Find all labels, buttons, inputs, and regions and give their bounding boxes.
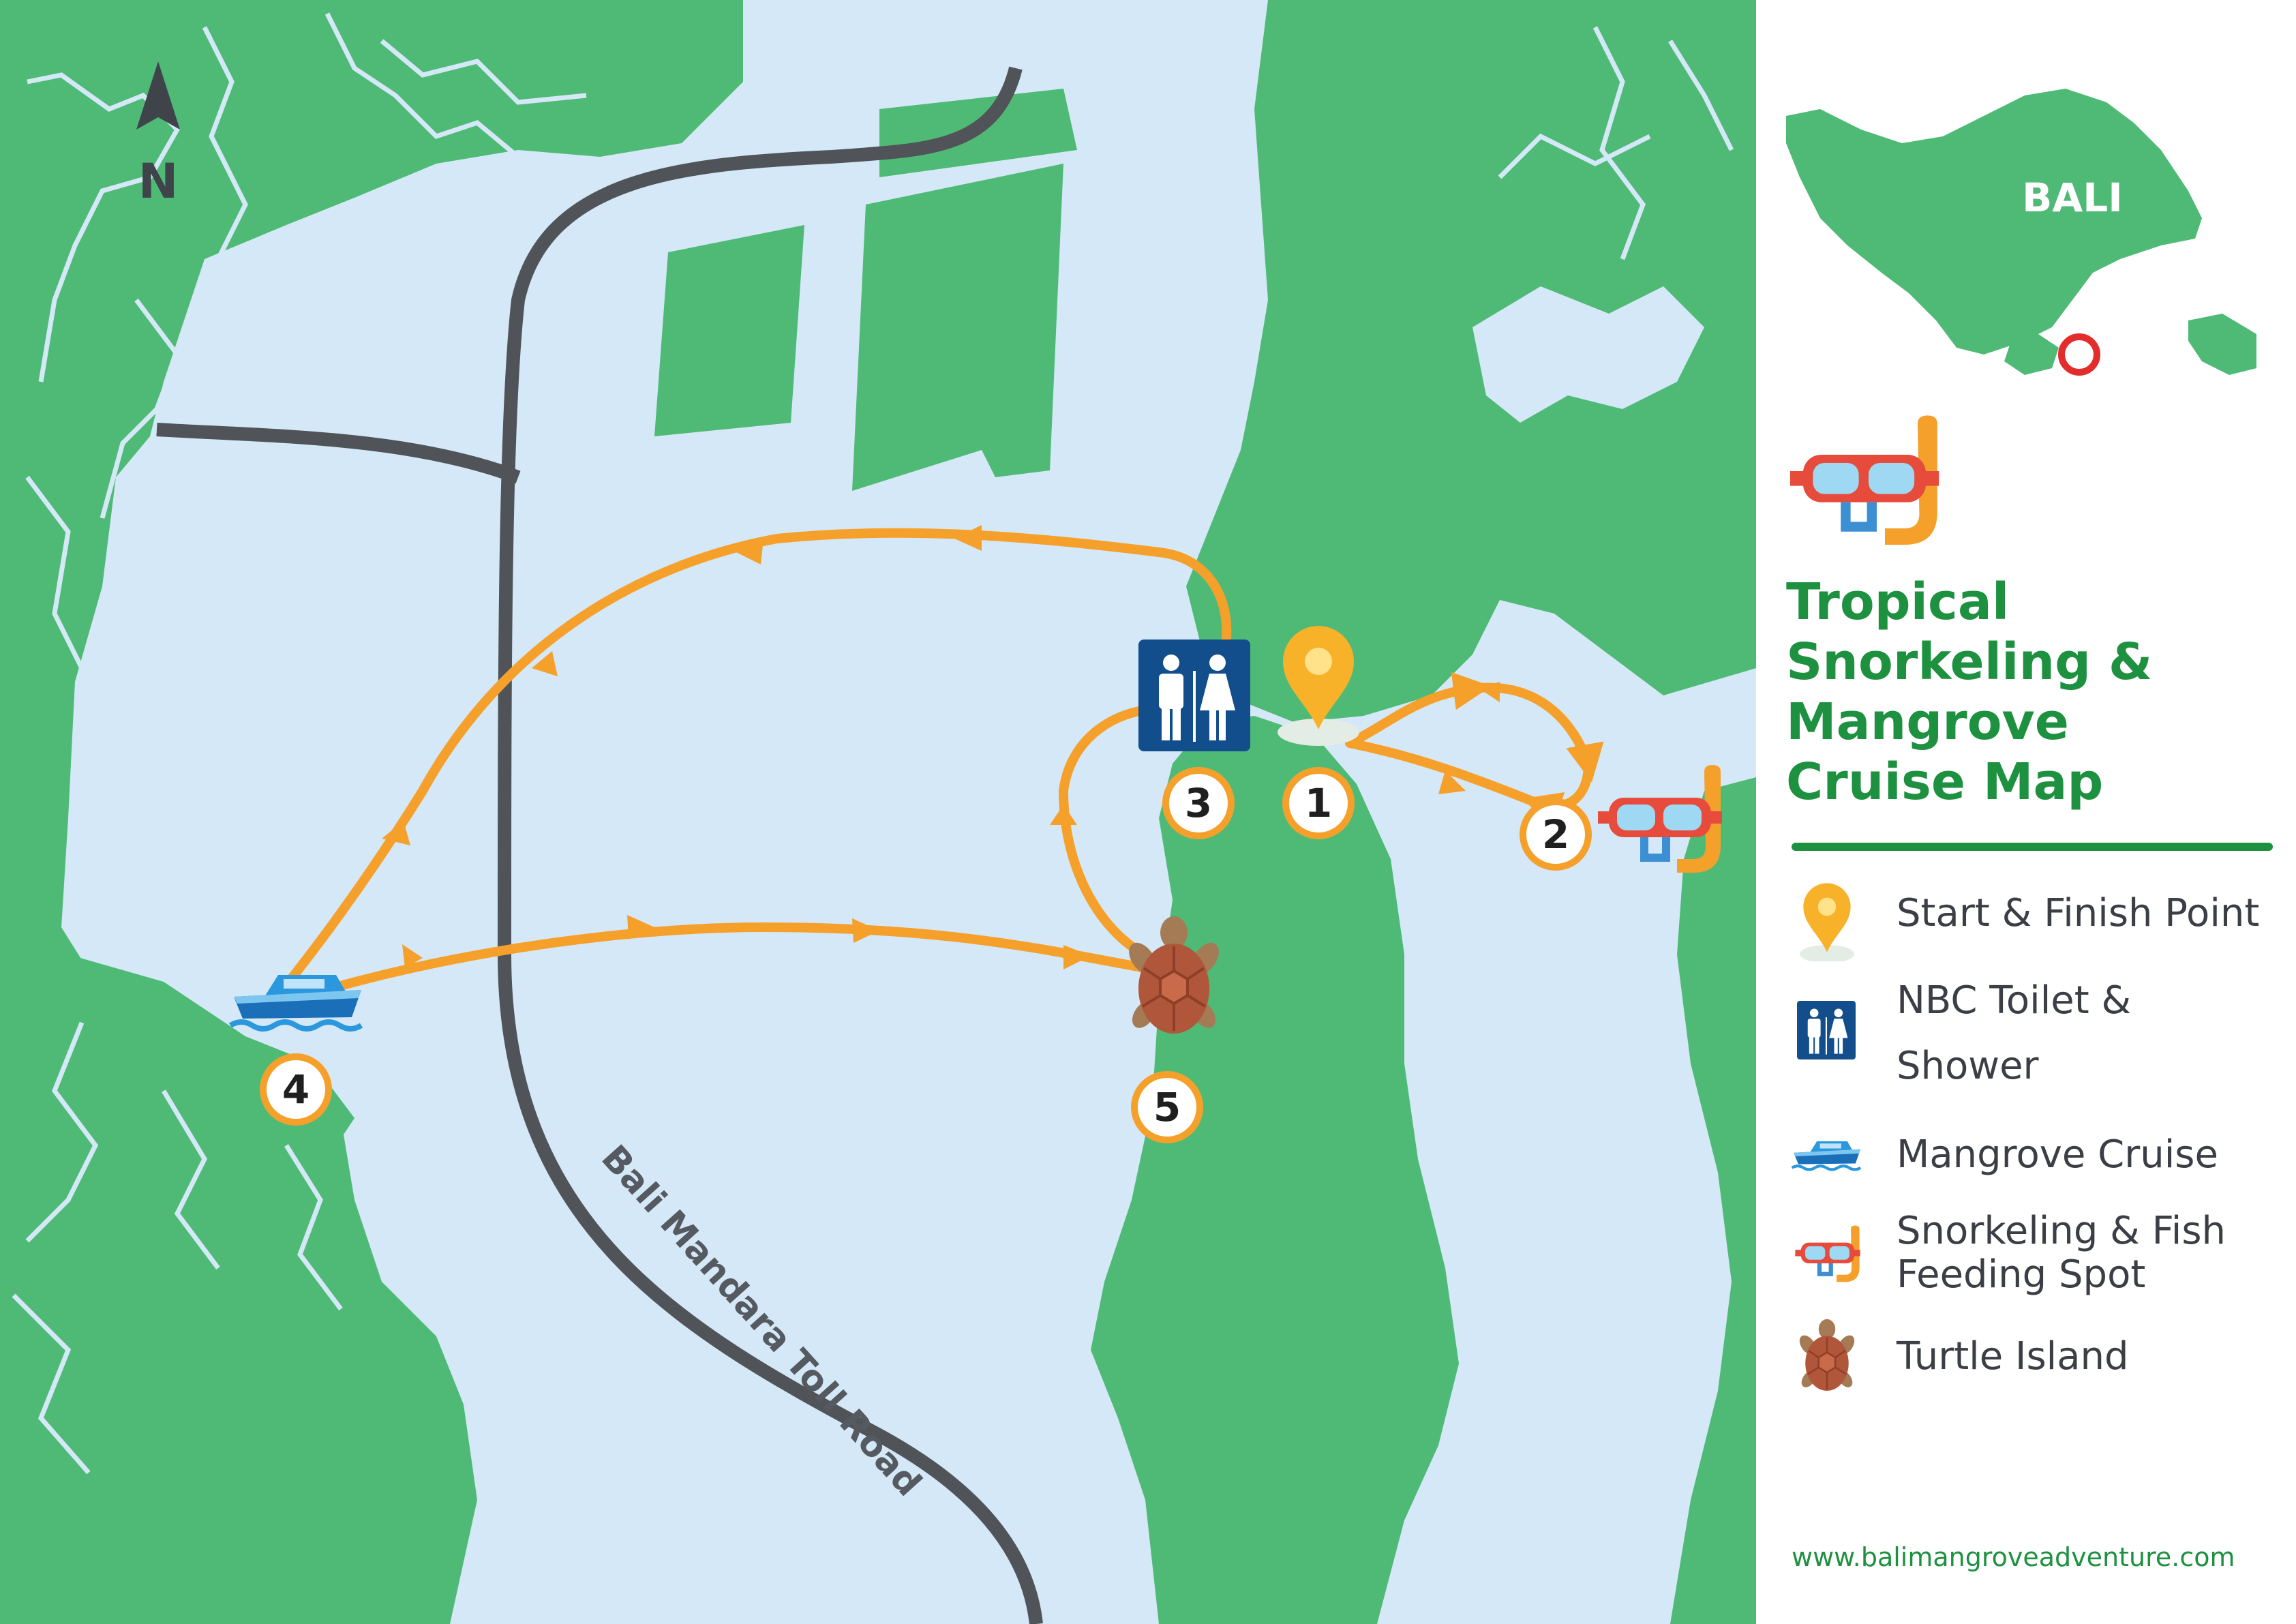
bali-island-south-tip [2004,334,2059,375]
northeast-inner-water [1472,286,1704,423]
number-marker-4[interactable]: 4 [260,1053,332,1126]
toilet-shower-icon [1797,1001,1856,1059]
svg-text:4: 4 [282,1066,309,1113]
number-marker-5[interactable]: 5 [1131,1071,1203,1143]
snorkel-mask-icon [1790,1218,1865,1293]
panel-snorkel-icon [1790,409,1947,566]
inset-location-highlight [2058,333,2100,376]
legend-label-turtle: Turtle Island [1897,1334,2129,1379]
website-link[interactable]: www.balimangroveadventure.com [1792,1542,2235,1572]
cruise-route [268,528,1604,1007]
legend-label-snorkel-2: Feeding Spot [1897,1252,2146,1297]
legend-label-snorkel-1: Snorkeling & Fish [1897,1209,2226,1253]
title-divider [1792,843,2273,851]
number-marker-1[interactable]: 1 [1282,767,1355,839]
svg-text:1: 1 [1305,780,1332,826]
north-pier-right [852,164,1063,491]
west-canals [12,12,587,1475]
bali-inset-map: BALI [1786,89,2256,376]
east-landmass [1670,777,1756,1624]
title-line-2: Snorkeling & [1786,633,2153,691]
inset-label: BALI [2022,175,2123,221]
title-line-4: Cruise Map [1786,753,2104,811]
title-line-3: Mangrove [1786,693,2069,751]
toll-road [497,66,1043,1624]
legend-label-toilet-2: Shower [1897,1044,2039,1088]
legend-label-toilet-1: NBC Toilet & [1897,978,2132,1023]
svg-text:3: 3 [1185,780,1212,826]
north-arrow: N [136,61,180,209]
north-pier-left [654,225,804,436]
title-line-1: Tropical [1786,573,2010,631]
route-arrows [382,525,1500,969]
northeast-canals [1498,26,1734,260]
location-pin-icon [1800,883,1854,961]
bali-island-shape [1786,89,2202,355]
marker-toilet[interactable] [1138,640,1250,751]
side-road [156,423,521,484]
svg-text:2: 2 [1542,811,1569,858]
north-label: N [138,153,179,209]
boat-icon [1790,1132,1865,1179]
map-area[interactable]: Bali Mandara Toll Road N 1 2 [0,0,1756,1624]
svg-text:5: 5 [1153,1084,1181,1130]
west-landmass [0,0,743,1624]
number-marker-2[interactable]: 2 [1520,798,1592,871]
nusa-penida-shape [2188,314,2256,375]
turtle-icon [1795,1318,1859,1392]
northeast-landmass [1186,0,1756,723]
number-marker-3[interactable]: 3 [1162,767,1235,839]
legend-label-start: Start & Finish Point [1897,891,2260,935]
legend-label-cruise: Mangrove Cruise [1897,1132,2218,1177]
